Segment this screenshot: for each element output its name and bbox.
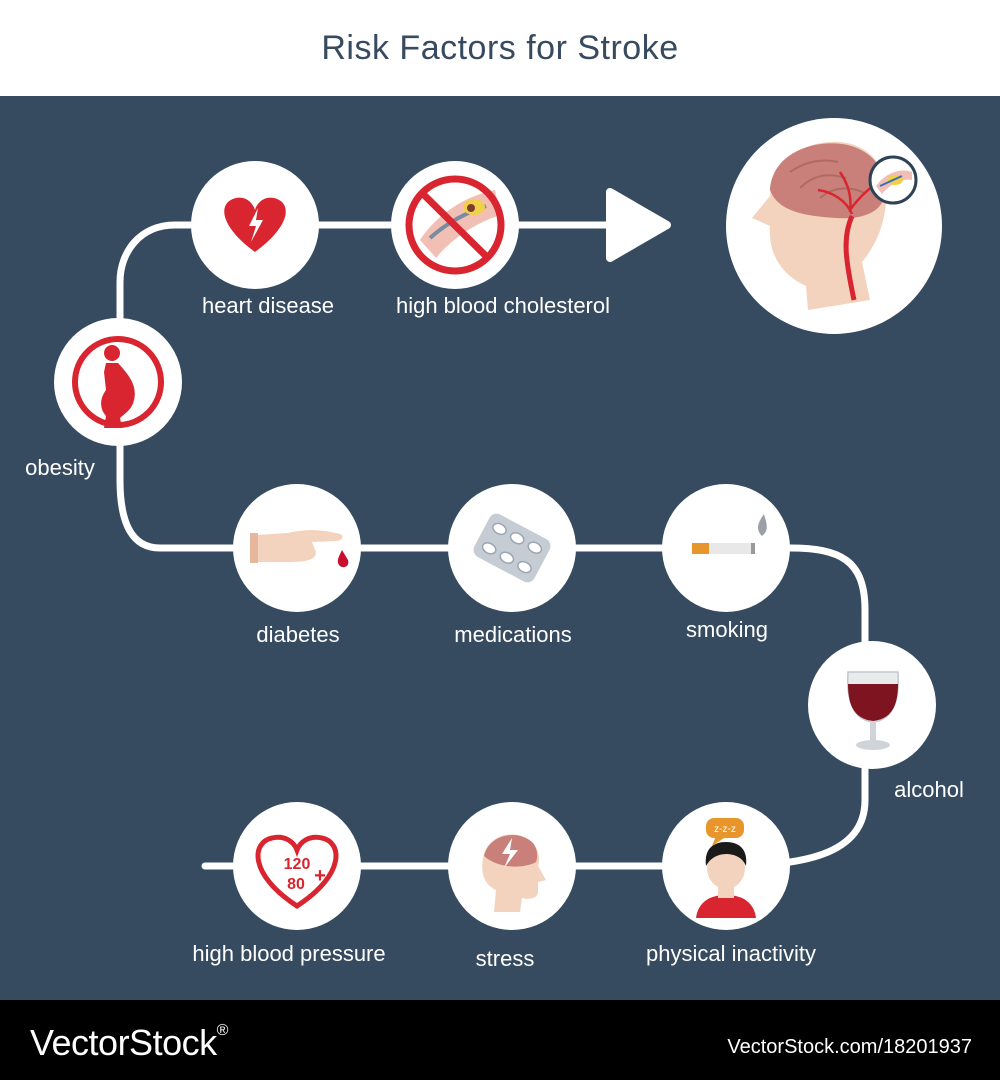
factor-high-blood-cholesterol: high blood cholesterol bbox=[391, 161, 610, 318]
head-lightning-icon bbox=[482, 834, 546, 912]
bp-diastolic: 80 bbox=[287, 876, 305, 893]
factor-label: smoking bbox=[686, 617, 768, 642]
factor-diabetes: diabetes bbox=[233, 484, 361, 647]
factor-label: medications bbox=[454, 622, 571, 647]
factor-label: heart disease bbox=[202, 293, 334, 318]
sleep-text: z-z-z bbox=[714, 824, 736, 835]
factor-heart-disease: heart disease bbox=[191, 161, 334, 318]
watermark-bar: VectorStock® VectorStock.com/18201937 bbox=[0, 1000, 1000, 1080]
cigarette-icon bbox=[692, 514, 767, 554]
factor-label: alcohol bbox=[894, 777, 964, 802]
watermark-logo: VectorStock® bbox=[30, 1022, 228, 1063]
bp-plus-sign: + bbox=[314, 865, 326, 887]
heart-pulse-icon bbox=[224, 197, 286, 252]
stroke-outcome bbox=[726, 118, 942, 334]
bp-systolic: 120 bbox=[284, 856, 311, 873]
factor-label: high blood cholesterol bbox=[396, 293, 610, 318]
factor-label: stress bbox=[476, 946, 535, 971]
risk-path-line bbox=[116, 221, 869, 870]
stroke-brain-head-icon bbox=[752, 141, 918, 310]
pregnant-silhouette-icon bbox=[72, 336, 164, 428]
factor-label: obesity bbox=[25, 455, 95, 480]
watermark-image-id: VectorStock.com/18201937 bbox=[727, 1036, 972, 1058]
factor-label: high blood pressure bbox=[192, 941, 385, 966]
factor-obesity: obesity bbox=[25, 318, 182, 480]
path-arrow-head bbox=[606, 188, 671, 262]
wine-glass-icon bbox=[847, 671, 899, 750]
factor-high-blood-pressure: 120 80 + high blood pressure bbox=[192, 802, 386, 966]
factor-medications: medications bbox=[448, 484, 576, 647]
factor-label: diabetes bbox=[256, 622, 339, 647]
sleeping-person-icon: z-z-z bbox=[696, 818, 756, 918]
factor-physical-inactivity: z-z-z physical inactivity bbox=[646, 802, 816, 966]
factor-stress: stress bbox=[448, 802, 576, 971]
pill-blister-icon bbox=[473, 513, 551, 583]
factor-label: physical inactivity bbox=[646, 941, 816, 966]
infographic-panel: heart disease high blood cholesterol obe… bbox=[0, 96, 1000, 1000]
risk-path-diagram: heart disease high blood cholesterol obe… bbox=[25, 118, 964, 971]
factor-smoking: smoking bbox=[662, 484, 790, 642]
page-title: Risk Factors for Stroke bbox=[321, 28, 679, 67]
factor-alcohol: alcohol bbox=[808, 641, 964, 802]
clogged-artery-icon bbox=[405, 175, 505, 275]
blood-pressure-heart-icon: 120 80 + bbox=[255, 834, 339, 909]
finger-blood-drop-icon bbox=[250, 530, 349, 568]
